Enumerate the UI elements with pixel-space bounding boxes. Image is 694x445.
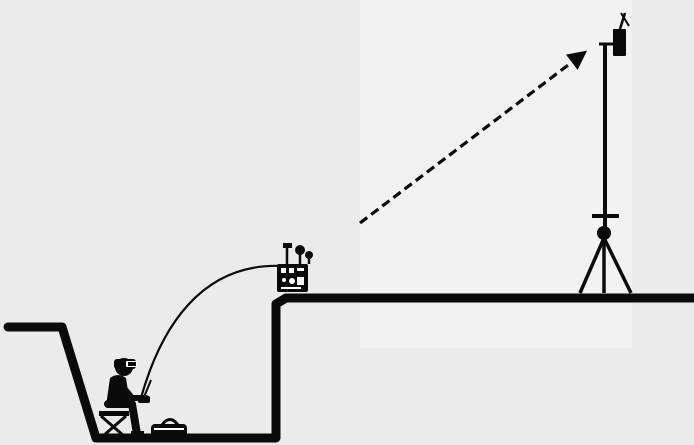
operator-legs	[104, 400, 141, 438]
controller-icon	[138, 379, 152, 403]
operator-foot	[131, 431, 144, 436]
operator-figure	[99, 358, 152, 438]
operator-torso	[106, 375, 130, 406]
wireless-link-arrow	[359, 50, 588, 225]
ground-profile	[3, 293, 694, 443]
vr-headset-icon	[114, 358, 137, 376]
equipment-bag-icon	[151, 418, 187, 438]
base-station-icon	[277, 243, 313, 292]
control-cable	[139, 264, 284, 399]
antenna-mast-icon	[578, 12, 633, 294]
stool-icon	[99, 411, 129, 438]
